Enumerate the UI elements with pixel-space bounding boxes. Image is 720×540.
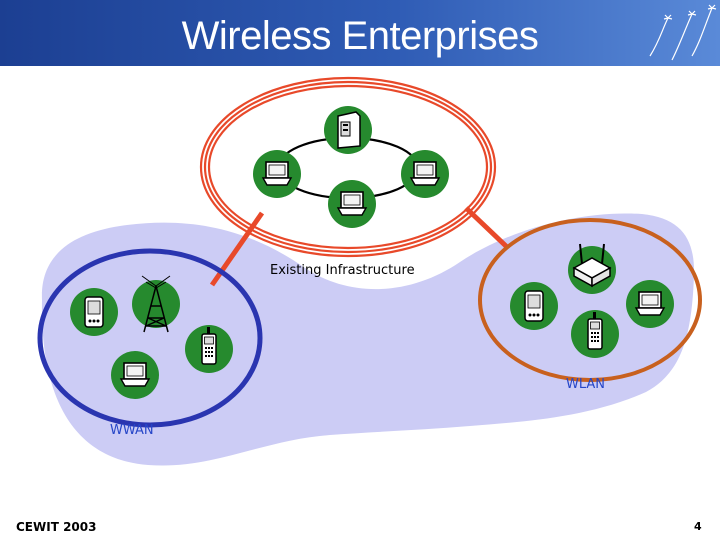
wwan-ring	[37, 248, 263, 428]
laptop-icon	[626, 280, 674, 328]
enterprise-area-blob	[41, 213, 695, 466]
infrastructure-label: Existing Infrastructure	[270, 263, 415, 278]
laptop-icon	[401, 150, 449, 198]
cell-phone-icon	[571, 310, 619, 358]
header-bar: Wireless Enterprises	[0, 0, 720, 66]
header-background	[0, 0, 720, 66]
cell-tower-icon	[132, 275, 180, 333]
slide-title: Wireless Enterprises	[181, 14, 539, 58]
laptop-icon	[328, 180, 376, 228]
laptop-icon	[111, 351, 159, 399]
wlan-label: WLAN	[566, 377, 606, 392]
infrastructure-ring	[199, 76, 497, 258]
page-number: 4	[694, 520, 702, 533]
star-icon	[649, 4, 717, 61]
server-icon	[324, 106, 372, 154]
wlan-ring	[478, 218, 702, 382]
pda-icon	[510, 282, 558, 330]
footer-organization: CEWIT 2003	[16, 520, 97, 534]
wwan-label: WWAN	[110, 423, 154, 438]
laptop-icon	[253, 150, 301, 198]
pda-icon	[70, 288, 118, 336]
cell-phone-icon	[185, 325, 233, 373]
